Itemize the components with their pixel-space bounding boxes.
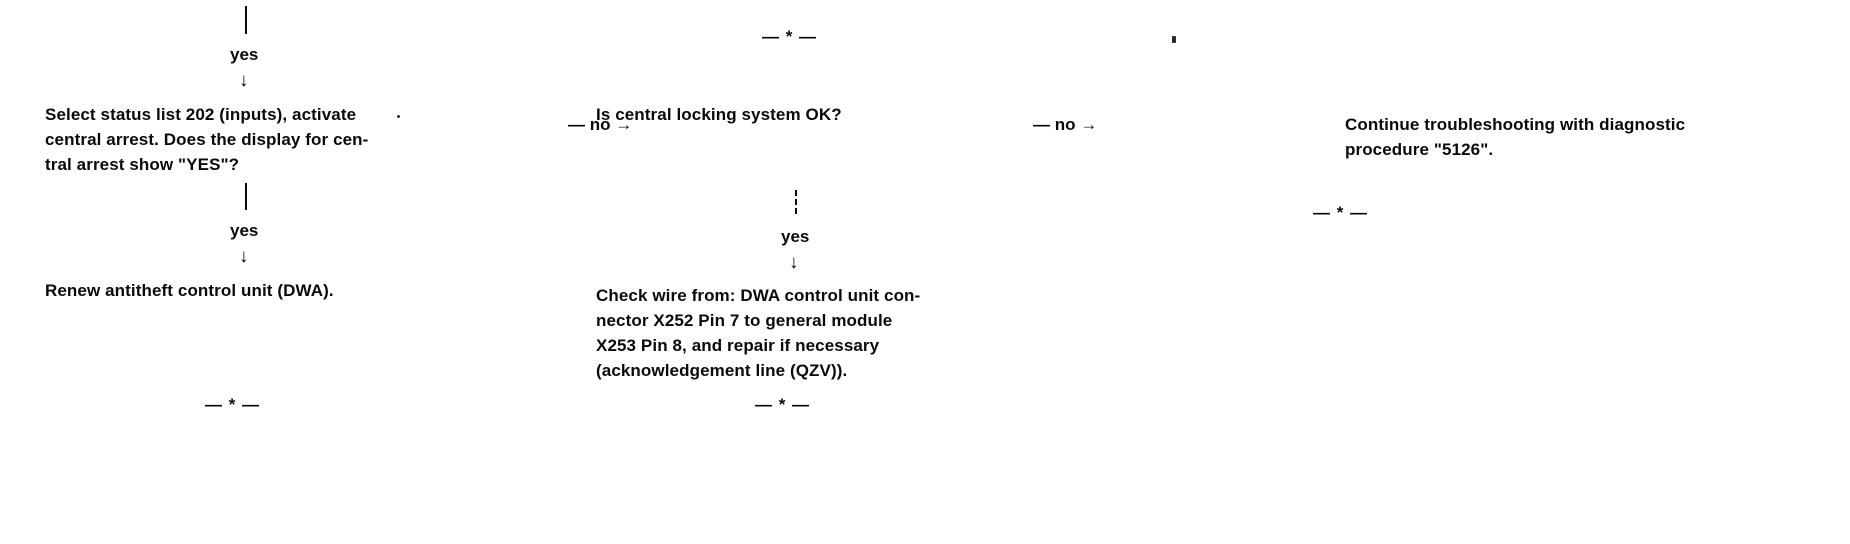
branch-label-yes-incoming: yes [230, 45, 259, 64]
node-check-wire: Check wire from: DWA control unit con- n… [596, 286, 921, 380]
node-continue-troubleshooting: Continue troubleshooting with diagnostic… [1345, 115, 1686, 159]
end-marker-middle: — * — [755, 395, 811, 414]
arrow-down-icon-middle: ↓ [789, 252, 799, 273]
node-is-central-locking-ok: Is central locking system OK? [596, 105, 842, 124]
connector-line-incoming-top [245, 6, 247, 34]
connector-line-middle-yes [795, 190, 797, 214]
top-marker-middle: — * — [762, 27, 818, 46]
scan-speck [397, 115, 400, 118]
arrow-down-icon-incoming: ↓ [239, 70, 249, 91]
scan-speck-right [1172, 36, 1176, 43]
branch-label-yes-left: yes [230, 221, 259, 240]
end-marker-left: — * — [205, 395, 261, 414]
connector-line-left-yes [245, 183, 247, 210]
connector-left-to-middle: — no → [568, 115, 633, 134]
arrow-down-icon-left: ↓ [239, 246, 249, 267]
node-renew-dwa: Renew antitheft control unit (DWA). [45, 281, 334, 300]
branch-label-yes-middle: yes [781, 227, 810, 246]
connector-middle-to-right: — no → [1033, 115, 1098, 134]
end-marker-right: — * — [1313, 203, 1369, 222]
node-select-status-list: Select status list 202 (inputs), activat… [45, 105, 369, 174]
